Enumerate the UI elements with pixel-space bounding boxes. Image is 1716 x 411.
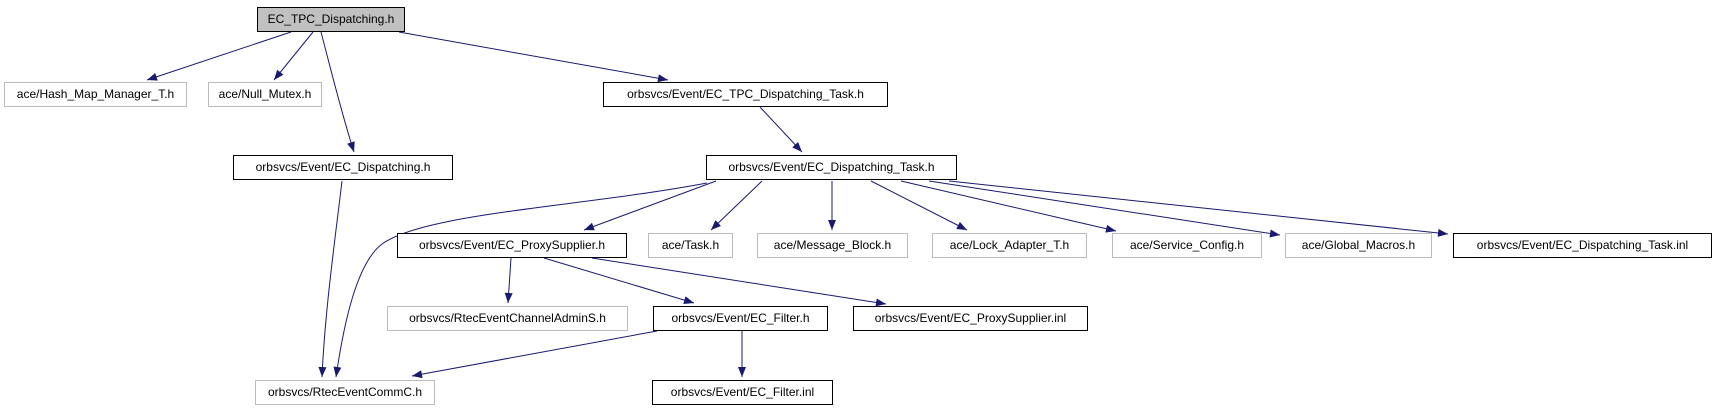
edge-proxysupplier-to-rteceventchanneladmins — [504, 257, 513, 304]
node-ec-tpc-dispatching-h: EC_TPC_Dispatching.h — [257, 7, 405, 32]
node-ace-null-mutex-h: ace/Null_Mutex.h — [208, 82, 322, 107]
node-ace-task-h: ace/Task.h — [648, 233, 733, 258]
node-ec-filter-h[interactable]: orbsvcs/Event/EC_Filter.h — [653, 306, 828, 331]
node-ace-hash-map-manager-t-h: ace/Hash_Map_Manager_T.h — [4, 82, 187, 107]
node-ec-tpc-dispatching-task-h[interactable]: orbsvcs/Event/EC_TPC_Dispatching_Task.h — [603, 82, 888, 107]
edge-root-to-null-mutex — [273, 31, 314, 81]
node-ec-dispatching-h[interactable]: orbsvcs/Event/EC_Dispatching.h — [233, 155, 453, 180]
edge-root-to-ec-dispatching — [320, 31, 355, 153]
node-ace-service-config-h: ace/Service_Config.h — [1112, 233, 1262, 258]
node-ec-proxysupplier-h[interactable]: orbsvcs/Event/EC_ProxySupplier.h — [397, 233, 627, 258]
node-ec-filter-inl[interactable]: orbsvcs/Event/EC_Filter.inl — [652, 380, 833, 405]
edge-ec-filter-to-rteceventcommc — [411, 330, 658, 379]
edge-tpc-task-to-dispatching-task — [759, 106, 803, 153]
node-rteceventchanneladmins-h: orbsvcs/RtecEventChannelAdminS.h — [387, 306, 628, 331]
edge-ec-dispatching-to-rteceventcommc — [318, 180, 343, 378]
edge-dispatching-task-to-rteceventcommc — [333, 182, 708, 378]
node-rteceventcommc-h: orbsvcs/RtecEventCommC.h — [255, 380, 435, 405]
node-ec-dispatching-task-inl[interactable]: orbsvcs/Event/EC_Dispatching_Task.inl — [1453, 233, 1712, 258]
edge-proxysupplier-to-proxysupplier-inl — [591, 257, 887, 307]
edge-dispatching-task-to-service-config — [900, 180, 1117, 233]
edge-dispatching-task-to-lock-adapter — [870, 180, 968, 231]
edge-root-to-hash-map-manager — [146, 31, 292, 81]
node-ec-proxysupplier-inl[interactable]: orbsvcs/Event/EC_ProxySupplier.inl — [853, 306, 1088, 331]
edge-dispatching-task-to-proxysupplier — [583, 180, 717, 231]
edge-root-to-tpc-dispatching-task — [398, 31, 669, 83]
node-ace-lock-adapter-t-h: ace/Lock_Adapter_T.h — [932, 233, 1087, 258]
node-ace-message-block-h: ace/Message_Block.h — [757, 233, 908, 258]
edge-dispatching-task-to-dispatching-task-inl — [948, 180, 1449, 237]
edge-proxysupplier-to-ec-filter — [543, 257, 695, 304]
edge-dispatching-task-to-global-macros — [928, 180, 1281, 238]
edge-dispatching-task-to-ace-task — [710, 180, 763, 231]
node-ace-global-macros-h: ace/Global_Macros.h — [1285, 233, 1432, 258]
node-ec-dispatching-task-h[interactable]: orbsvcs/Event/EC_Dispatching_Task.h — [706, 155, 957, 180]
